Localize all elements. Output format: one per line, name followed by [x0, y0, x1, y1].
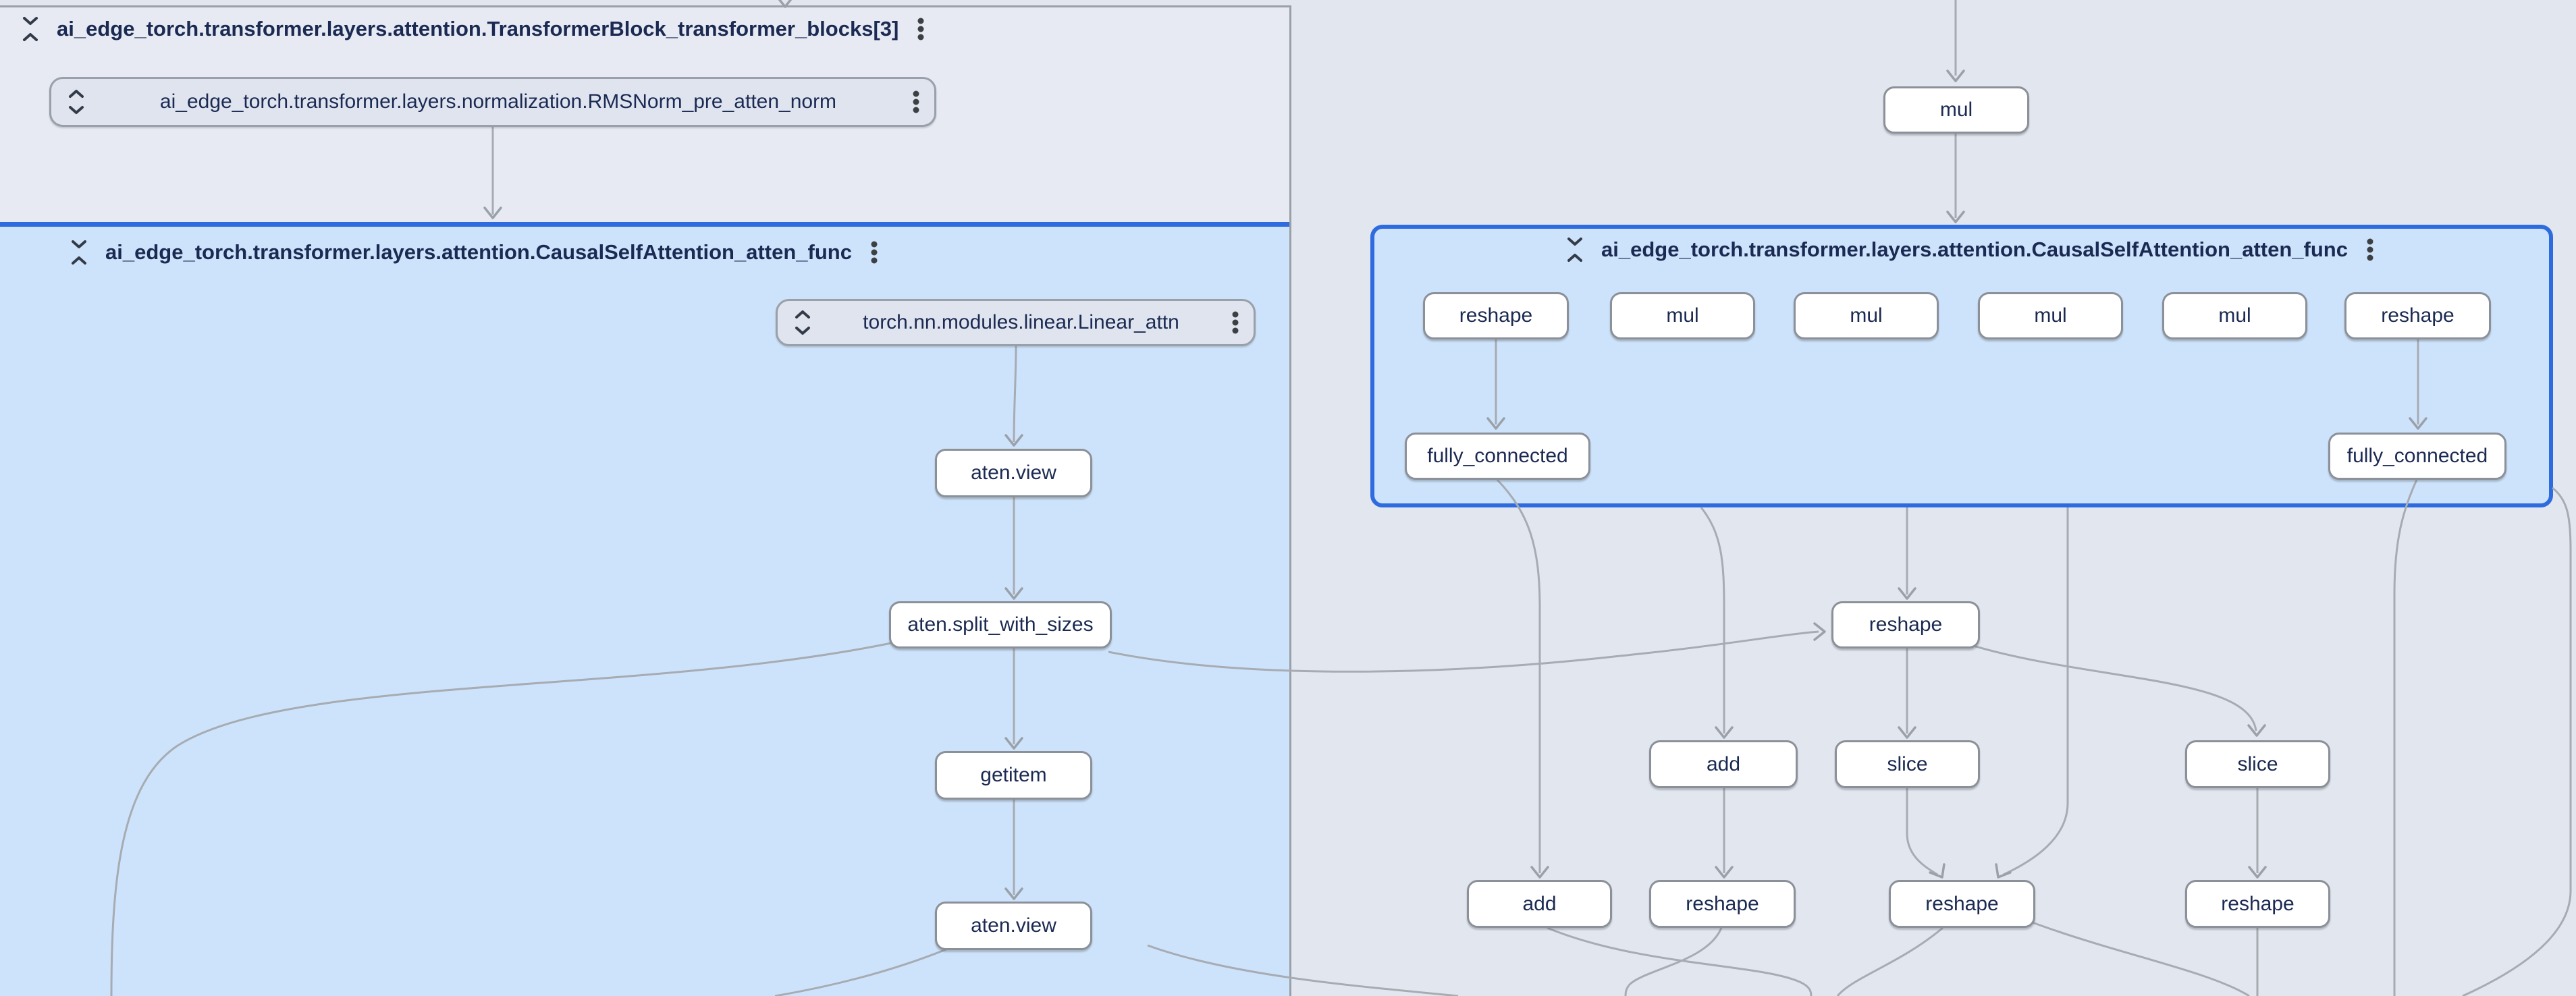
attention-right-header: ai_edge_torch.transformer.layers.attenti… [1563, 234, 2375, 265]
op-node-label: reshape [2221, 892, 2295, 915]
unfold-less-icon[interactable] [1563, 234, 1586, 265]
op-node-label: mul [2218, 304, 2251, 327]
transformer-block-title: ai_edge_torch.transformer.layers.attenti… [57, 17, 899, 40]
op-node-label: reshape [2381, 304, 2454, 327]
layer-node-linear[interactable]: torch.nn.modules.linear.Linear_attn [776, 299, 1256, 346]
op-node-reshape_1[interactable]: reshape [1649, 880, 1796, 928]
op-node-label: slice [1887, 752, 1928, 775]
op-node-mul_1[interactable]: mul [1610, 292, 1755, 339]
op-node-aten_view_2[interactable]: aten.view [935, 902, 1092, 950]
transformer-block-header: ai_edge_torch.transformer.layers.attenti… [19, 13, 925, 45]
attention-left-header: ai_edge_torch.transformer.layers.attenti… [68, 237, 879, 268]
op-node-slice_2[interactable]: slice [2185, 740, 2330, 788]
op-node-label: mul [1850, 304, 1883, 327]
op-node-label: add [1706, 752, 1741, 775]
op-node-label: fully_connected [1427, 445, 1568, 467]
layer-node-rmsnorm[interactable]: ai_edge_torch.transformer.layers.normali… [49, 77, 936, 127]
op-node-fc_1[interactable]: fully_connected [1405, 433, 1590, 480]
op-node-label: mul [2034, 304, 2067, 327]
op-node-label: aten.split_with_sizes [907, 613, 1094, 636]
op-node-reshape_3[interactable]: reshape [2185, 880, 2330, 928]
op-node-reshape_2[interactable]: reshape [1889, 880, 2035, 928]
more-options-icon[interactable] [1231, 307, 1240, 338]
op-node-getitem[interactable]: getitem [935, 751, 1092, 800]
attention-right-title: ai_edge_torch.transformer.layers.attenti… [1601, 238, 2348, 261]
attention-left-title: ai_edge_torch.transformer.layers.attenti… [105, 240, 852, 264]
op-node-label: aten.view [971, 462, 1056, 484]
op-node-label: reshape [1459, 304, 1533, 327]
op-node-label: add [1522, 892, 1557, 915]
op-node-add_top[interactable]: add [1649, 740, 1798, 788]
op-node-mul_top[interactable]: mul [1883, 86, 2029, 134]
op-node-reshape_mid[interactable]: reshape [1831, 601, 1980, 648]
op-node-mul_3[interactable]: mul [1978, 292, 2123, 339]
op-node-add_bottom[interactable]: add [1467, 880, 1612, 928]
unfold-less-icon[interactable] [19, 13, 42, 45]
op-node-label: getitem [980, 764, 1047, 786]
op-node-label: fully_connected [2346, 445, 2488, 467]
more-options-icon[interactable] [869, 237, 879, 268]
op-node-slice_1[interactable]: slice [1835, 740, 1980, 788]
op-node-mul_4[interactable]: mul [2162, 292, 2307, 339]
op-node-label: reshape [1686, 892, 1759, 915]
unfold-more-icon[interactable] [65, 86, 88, 117]
layer-node-label: ai_edge_torch.transformer.layers.normali… [159, 90, 837, 113]
op-node-split[interactable]: aten.split_with_sizes [889, 601, 1112, 648]
op-node-label: aten.view [971, 914, 1056, 937]
more-options-icon[interactable] [916, 13, 925, 45]
unfold-more-icon[interactable] [791, 307, 814, 338]
op-node-label: mul [1666, 304, 1699, 327]
op-node-mul_2[interactable]: mul [1794, 292, 1939, 339]
layer-node-label: torch.nn.modules.linear.Linear_attn [863, 311, 1179, 333]
op-node-fc_2[interactable]: fully_connected [2328, 433, 2506, 480]
more-options-icon[interactable] [911, 86, 921, 117]
op-node-label: mul [1939, 99, 1973, 121]
op-node-aten_view_1[interactable]: aten.view [935, 449, 1092, 497]
op-node-label: reshape [1925, 892, 1999, 915]
more-options-icon[interactable] [2365, 234, 2375, 265]
panel-divider [1289, 5, 1291, 996]
op-node-reshape_b[interactable]: reshape [2344, 292, 2491, 339]
unfold-less-icon[interactable] [68, 237, 90, 268]
op-node-reshape_a[interactable]: reshape [1423, 292, 1569, 339]
op-node-label: reshape [1869, 613, 1943, 636]
op-node-label: slice [2237, 752, 2278, 775]
